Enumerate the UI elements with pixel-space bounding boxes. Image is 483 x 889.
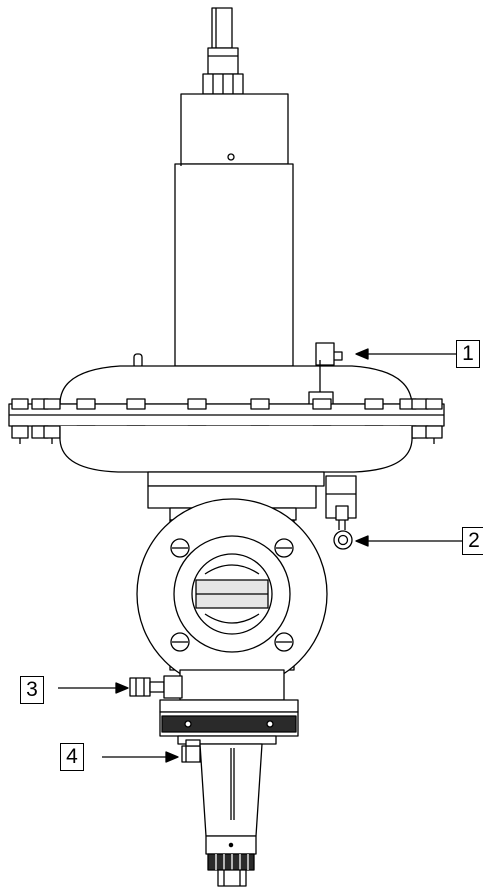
leader-lines <box>58 348 462 763</box>
pilot-spring-case <box>199 743 263 887</box>
callout-4: 4 <box>60 743 84 771</box>
lower-diaphragm-cover <box>59 426 413 473</box>
pressure-gauge-connection <box>325 475 357 550</box>
valve-body <box>136 498 328 690</box>
lower-body <box>159 669 299 745</box>
top-spindle <box>202 7 244 95</box>
callout-1: 1 <box>456 340 480 368</box>
outlet-fitting <box>129 675 183 699</box>
callout-3: 3 <box>20 676 44 704</box>
callout-2: 2 <box>462 527 483 555</box>
upper-diaphragm-cover <box>59 365 413 405</box>
spring-housing <box>174 93 294 367</box>
